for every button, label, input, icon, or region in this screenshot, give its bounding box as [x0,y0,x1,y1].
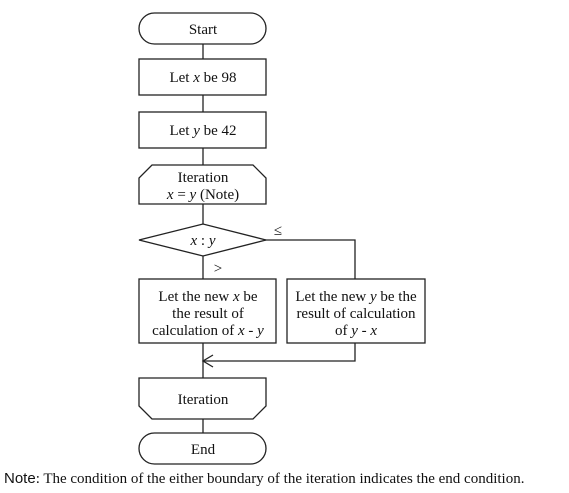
footnote: Note: The condition of the either bounda… [4,470,569,488]
process-new-y-line2: result of calculation [296,306,416,322]
process-new-x [138,278,277,344]
process-let-x [138,58,267,96]
loop-end-shape [138,377,267,420]
loop-start-shape [138,164,267,205]
note-text: : The condition of the either boundary o… [35,471,525,487]
branch-gt-label: > [214,261,222,277]
process-let-x-label: Let x be 98 [169,70,236,86]
end-label: End [191,442,216,458]
process-new-y [286,278,426,344]
process-new-y-line1: Let the new y be the [295,289,417,305]
end-terminator [138,432,267,465]
note-label: Note [4,470,36,487]
connector-decision-right [265,239,356,279]
start-label: Start [189,22,218,38]
loop-end-label: Iteration [178,392,229,408]
connector-right-merge [203,343,356,362]
process-new-x-line1: Let the new x be [158,289,257,305]
decision-label: x : y [189,233,215,249]
decision-diamond [138,223,267,257]
loop-start-label-line2: x = y (Note) [166,187,239,203]
process-let-y-label: Let y be 42 [169,123,236,139]
merge-arrowhead [201,354,214,368]
process-new-x-line2: the result of [172,306,244,322]
start-terminator [138,12,267,45]
loop-start-label-line1: Iteration [178,170,229,186]
process-let-y [138,111,267,149]
process-new-y-line3: of y - x [335,323,377,339]
flowchart: Start Let x be 98 Let y be 42 Iteration … [138,12,426,465]
process-new-x-line3: calculation of x - y [152,323,264,339]
branch-le-label: ≤ [274,223,282,239]
connectors [201,44,356,433]
